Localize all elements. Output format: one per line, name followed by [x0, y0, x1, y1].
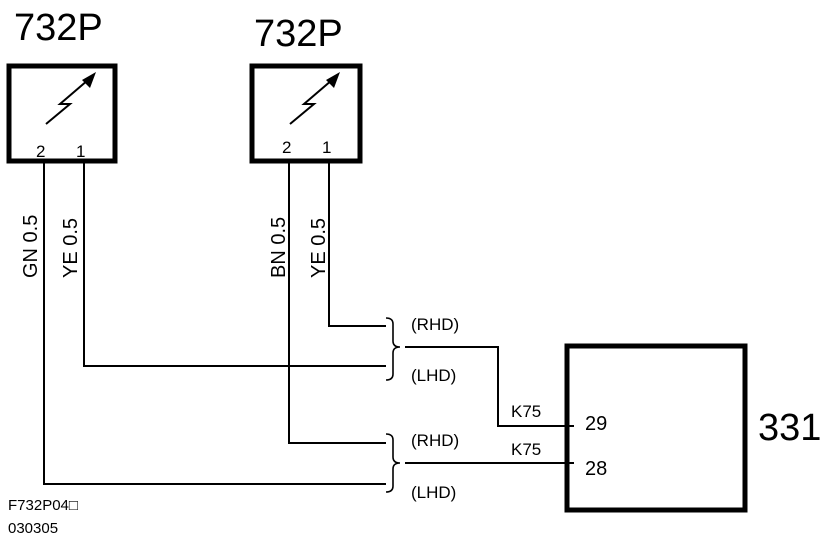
junction-lower: (RHD) (LHD) K75	[385, 431, 541, 502]
module-label: 331	[758, 407, 821, 449]
junction-lower-connector: K75	[511, 440, 541, 459]
junction-upper-connector: K75	[511, 402, 541, 421]
wire-label-left-gn: GN 0.5	[20, 215, 42, 278]
footer-date: 030305	[8, 520, 58, 537]
module-331: 331 29 28	[564, 343, 821, 513]
sensor-right: 732P 2 1	[249, 13, 363, 164]
sensor-left: 732P 2 1	[6, 7, 118, 164]
junction-upper: (RHD) (LHD) K75	[385, 315, 541, 421]
module-pin-29: 29	[585, 413, 607, 435]
junction-upper-brace-icon	[385, 317, 401, 381]
junction-upper-rhd: (RHD)	[411, 315, 459, 334]
sensor-left-symbol-icon	[45, 72, 96, 125]
wire-right-ye	[328, 161, 386, 327]
module-pin-28: 28	[585, 458, 607, 480]
junction-lower-brace-icon	[385, 433, 401, 493]
sensor-left-pin2: 2	[36, 142, 45, 161]
wire-label-right-bn: BN 0.5	[268, 217, 290, 278]
wires	[43, 161, 574, 485]
sensor-right-symbol-icon	[289, 72, 340, 125]
wire-left-gn	[43, 161, 386, 485]
sensor-right-label: 732P	[254, 13, 343, 55]
sensor-left-pin1: 1	[76, 142, 85, 161]
junction-lower-lhd: (LHD)	[411, 483, 456, 502]
sensor-right-box	[249, 63, 363, 164]
sensor-right-pin2: 2	[282, 138, 291, 157]
junction-upper-lhd: (LHD)	[411, 366, 456, 385]
sensor-right-pin1: 1	[322, 138, 331, 157]
wire-label-right-ye: YE 0.5	[308, 218, 330, 278]
footer-code: F732P04□	[8, 497, 78, 514]
module-box	[564, 343, 748, 513]
wire-right-bn	[288, 161, 386, 444]
wire-k75-29	[405, 346, 574, 427]
sensor-left-label: 732P	[14, 7, 103, 49]
junction-lower-rhd: (RHD)	[411, 431, 459, 450]
wire-left-ye	[83, 161, 386, 367]
sensor-left-box	[6, 63, 118, 164]
wire-label-left-ye: YE 0.5	[60, 218, 82, 278]
